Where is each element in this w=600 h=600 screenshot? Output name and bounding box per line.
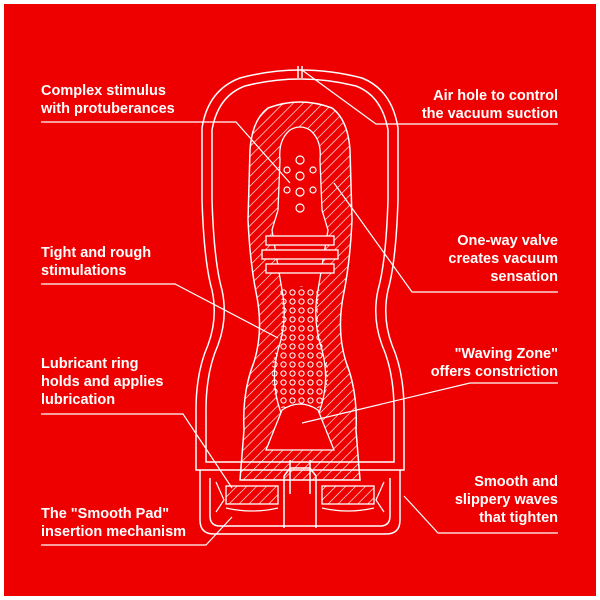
callout-lubricant-ring: Lubricant ring holds and applies lubrica… bbox=[41, 355, 163, 409]
callout-line: Smooth and bbox=[474, 474, 558, 490]
callout-line: Air hole to control bbox=[433, 88, 558, 104]
leader-lines bbox=[41, 69, 558, 546]
callout-air-hole: Air hole to control the vacuum suction bbox=[422, 87, 558, 123]
callout-line: The "Smooth Pad" bbox=[41, 506, 170, 522]
callout-line: creates vacuum bbox=[448, 251, 558, 267]
callout-one-way-valve: One-way valve creates vacuum sensation bbox=[448, 232, 558, 286]
smooth-pad-right bbox=[321, 485, 375, 505]
callout-line: lubrication bbox=[41, 392, 116, 408]
bottom-cap bbox=[199, 470, 401, 535]
callout-waving-zone: "Waving Zone" offers constriction bbox=[431, 345, 558, 381]
callout-line: slippery waves bbox=[454, 492, 558, 508]
callout-line: offers constriction bbox=[430, 364, 558, 380]
callout-line: Lubricant ring bbox=[41, 356, 139, 372]
callout-line: the vacuum suction bbox=[421, 106, 558, 122]
outer-cup-shell bbox=[195, 69, 405, 471]
callout-line: stimulations bbox=[41, 263, 127, 279]
callout-line: sensation bbox=[490, 269, 558, 285]
callout-smooth-waves: Smooth and slippery waves that tighten bbox=[455, 473, 558, 527]
callout-line: Complex stimulus bbox=[41, 83, 166, 99]
callout-line: holds and applies bbox=[41, 374, 164, 390]
callout-smooth-pad: The "Smooth Pad" insertion mechanism bbox=[41, 505, 186, 541]
smooth-pad-left bbox=[225, 485, 279, 505]
callout-line: "Waving Zone" bbox=[454, 346, 558, 362]
callout-line: with protuberances bbox=[41, 101, 175, 117]
callout-line: Tight and rough bbox=[41, 245, 152, 261]
callout-line: insertion mechanism bbox=[41, 524, 187, 540]
callout-line: that tighten bbox=[479, 510, 558, 526]
callout-complex-stimulus: Complex stimulus with protuberances bbox=[41, 82, 175, 118]
callout-tight-rough: Tight and rough stimulations bbox=[41, 244, 151, 280]
callout-line: One-way valve bbox=[457, 233, 558, 249]
